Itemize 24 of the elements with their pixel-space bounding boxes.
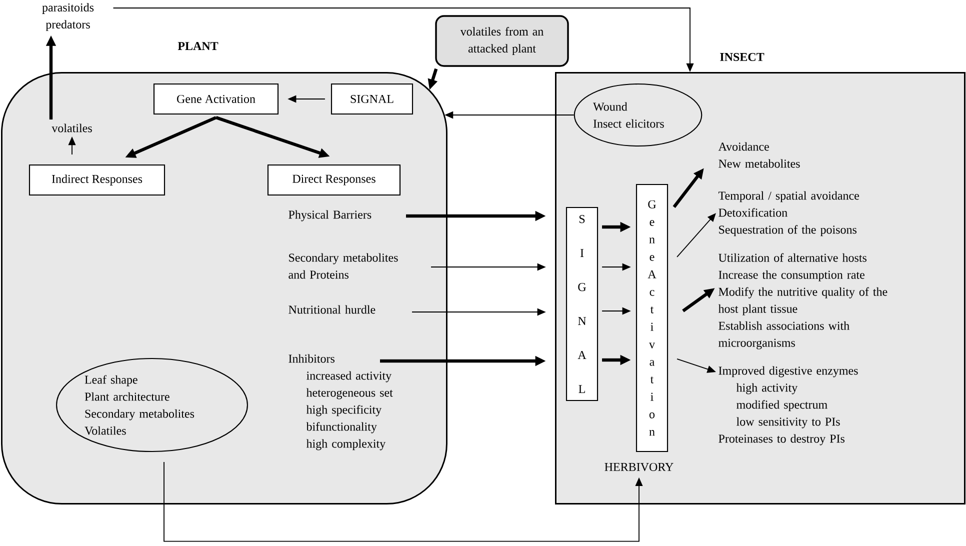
text-label: Inhibitors increased activity heterogeneous set high specificity bifunctionality high complexity: [288, 354, 393, 450]
node-label: PLANT: [178, 42, 218, 50]
text-label: Temporal / spatial avoidance Detoxification Sequestration of the poisons: [718, 191, 859, 236]
text-label: Nutritional hurdle: [288, 305, 376, 314]
vertical-box: G e n e A c t i v a t i o n: [636, 184, 668, 452]
process-box: Gene Activation: [153, 83, 279, 115]
process-box: Indirect Responses: [28, 164, 166, 196]
elbow-arrow: [164, 462, 643, 542]
vertical-box: S I G N A L: [566, 206, 598, 402]
text-label: Physical Barriers: [288, 210, 372, 222]
text-label: Improved digestive enzymes high activity modified spectrum low sensitivity to PIs Proteinases to destroy PIs: [718, 366, 858, 446]
process-box: SIGNAL: [330, 83, 414, 115]
text-label: Utilization of alternative hosts Increase the consumption rate Modify the nutritive quality of the host plant tissue Establish associations with microorganisms: [718, 253, 888, 350]
ellipse-node: Wound Insect elicitors: [574, 83, 702, 147]
text-label: Secondary metabolites and Proteins: [288, 253, 398, 279]
text-label: Avoidance New metabolites: [718, 142, 800, 168]
text-label: HERBIVORY: [604, 462, 674, 472]
rounded-box: volatiles from an attacked plant: [435, 15, 569, 67]
ellipse-node: Leaf shape Plant architecture Secondary metabolites Volatiles: [56, 358, 248, 452]
text-label: parasitoids predators: [42, 3, 94, 31]
arrow: [676, 213, 716, 258]
text-label: volatiles: [52, 124, 92, 132]
process-box: Direct Responses: [267, 164, 401, 196]
node-label: INSECT: [720, 52, 764, 62]
